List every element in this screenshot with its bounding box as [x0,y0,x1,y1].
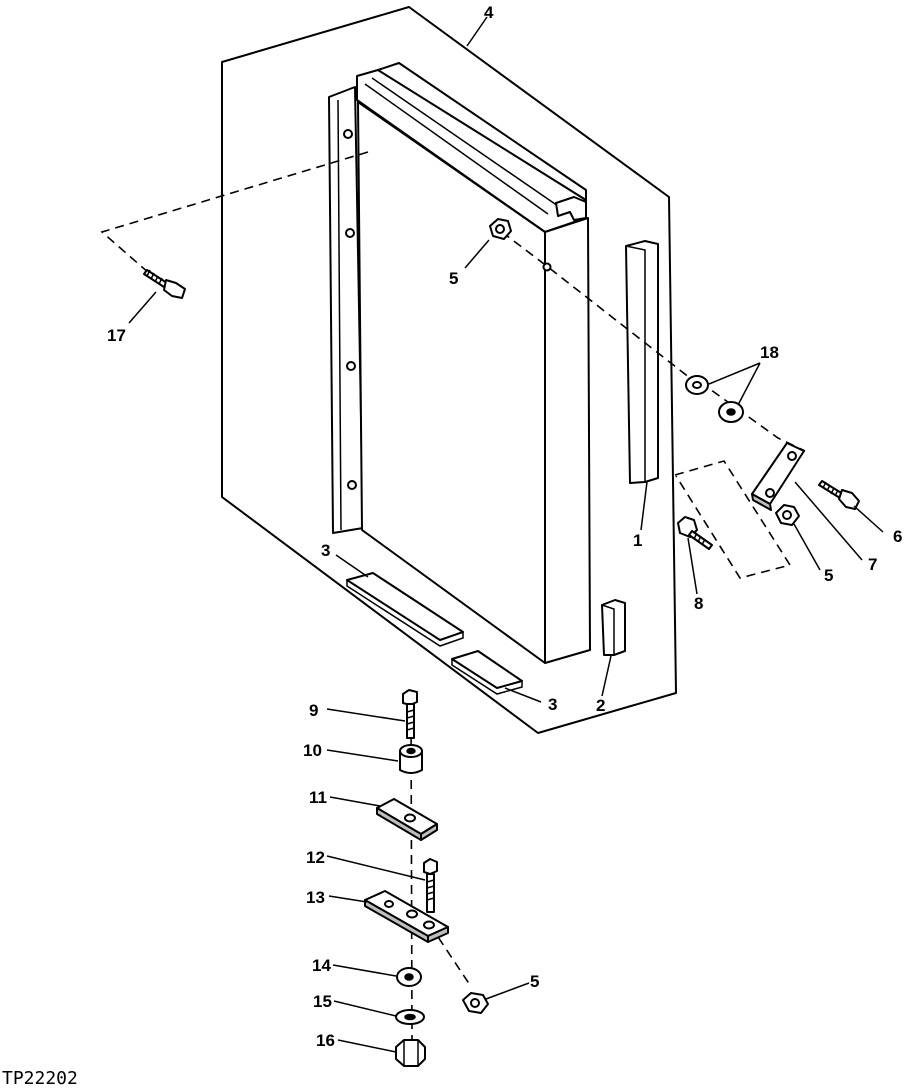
washers-18 [685,375,744,423]
leader-lines [128,16,884,1053]
callout-12: 12 [306,848,325,867]
callout-3-upper: 3 [321,541,330,560]
callout-15: 15 [313,992,332,1011]
nut-5-lower [462,992,489,1014]
nut-5-upper [489,218,512,240]
callout-8: 8 [694,594,703,613]
figure-id: TP22202 [2,1068,78,1088]
callout-14: 14 [312,956,331,975]
bolt-9 [402,689,418,739]
callout-10: 10 [303,741,322,760]
callout-4: 4 [484,3,494,22]
spacer-10 [399,744,423,774]
pad-part-2 [601,599,626,656]
callout-labels: 4 5 17 18 1 3 6 7 5 8 3 2 9 10 11 12 13 … [107,3,902,1050]
callout-17: 17 [107,326,126,345]
callout-9: 9 [309,701,318,720]
strip-part-1 [625,240,659,484]
callout-3-lower: 3 [548,695,557,714]
bracket-7 [751,442,805,511]
bolt-12 [423,858,438,913]
callout-6: 6 [893,527,902,546]
callout-11: 11 [309,788,327,807]
callout-13: 13 [306,888,325,907]
nut-16 [395,1039,426,1067]
plate-11 [376,798,438,841]
bolt-8 [677,516,713,550]
pad-part-3-lower [451,650,523,695]
plate-13 [364,890,449,943]
callout-16: 16 [316,1031,335,1050]
callout-18: 18 [760,343,779,362]
nut-5-right [775,504,800,526]
callout-2: 2 [596,696,605,715]
washer-15 [395,1009,425,1025]
bolt-17 [143,269,186,299]
callout-7: 7 [868,555,877,574]
callout-1: 1 [633,531,642,550]
washer-14 [396,967,422,987]
core-assembly [328,62,591,664]
callout-5-upper: 5 [449,269,458,288]
callout-5-lower: 5 [530,972,539,991]
callout-5-right: 5 [824,566,833,585]
alignment-lines [100,151,806,1041]
mounting-panel [221,6,677,734]
bolt-6 [818,480,860,510]
